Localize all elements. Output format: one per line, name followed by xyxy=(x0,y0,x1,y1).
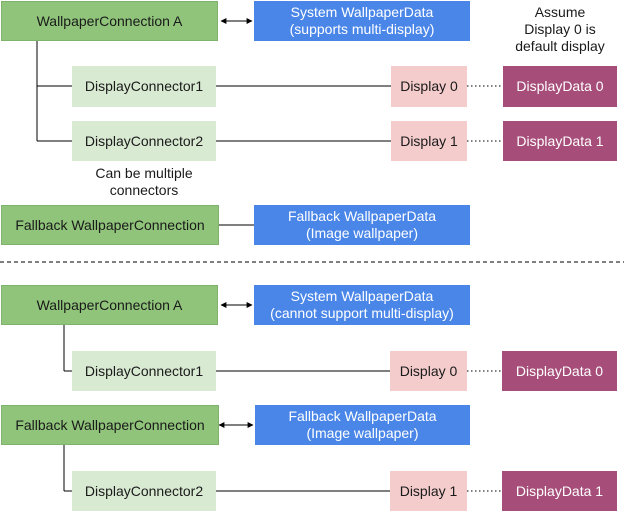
wallpaper-connection-a-bottom: WallpaperConnection A xyxy=(1,285,218,325)
display-connector-2: DisplayConnector2 xyxy=(72,121,216,161)
display-connector-2-bottom: DisplayConnector2 xyxy=(72,471,216,511)
display-data-0-bottom: DisplayData 0 xyxy=(502,351,617,391)
system-wallpaper-data-bottom: System WallpaperData (cannot support mul… xyxy=(254,285,470,325)
display-0-bottom: Display 0 xyxy=(390,351,467,391)
display-data-1: DisplayData 1 xyxy=(503,121,617,161)
note-multiple-connectors: Can be multiple connectors xyxy=(95,165,193,198)
display-1: Display 1 xyxy=(391,121,467,161)
display-data-0: DisplayData 0 xyxy=(503,66,617,107)
display-data-1-bottom: DisplayData 1 xyxy=(502,471,617,511)
display-1-bottom: Display 1 xyxy=(390,471,467,511)
fallback-wallpaper-data: Fallback WallpaperData (Image wallpaper) xyxy=(254,205,470,245)
display-0: Display 0 xyxy=(391,66,467,107)
note-default-display: Assume Display 0 is default display xyxy=(515,4,605,54)
fallback-wallpaper-data-bottom: Fallback WallpaperData (Image wallpaper) xyxy=(255,405,470,445)
display-connector-1-bottom: DisplayConnector1 xyxy=(72,351,216,391)
fallback-wallpaper-connection-bottom: Fallback WallpaperConnection xyxy=(1,405,219,445)
display-connector-1: DisplayConnector1 xyxy=(72,66,216,107)
fallback-wallpaper-connection: Fallback WallpaperConnection xyxy=(1,205,219,245)
system-wallpaper-data: System WallpaperData (supports multi-dis… xyxy=(254,1,470,41)
wallpaper-connection-a: WallpaperConnection A xyxy=(1,1,218,41)
